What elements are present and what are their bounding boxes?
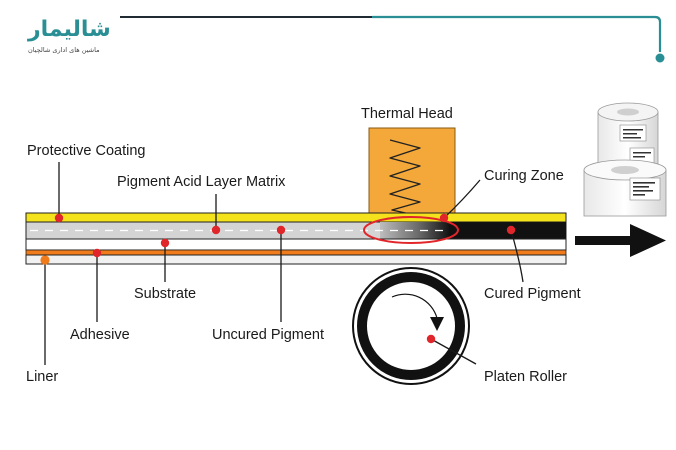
liner-marker [40,255,50,265]
pigment-acid-marker [211,225,221,235]
marker-dots [40,213,516,344]
cured-pigment-label: Cured Pigment [484,286,581,302]
cured-pigment-marker [506,225,516,235]
uncured-pigment-marker [276,225,286,235]
pigment-acid-layer-label: Pigment Acid Layer Matrix [117,174,286,190]
logo: شالیمار ماشین های اداری شالچیان [27,17,111,54]
platen-roller-label: Platen Roller [484,369,567,385]
uncured-pigment-label: Uncured Pigment [212,327,324,343]
protective-coating-layer [25,212,567,223]
header-frame-dot [655,53,665,63]
protective-coating-marker [54,213,64,223]
logo-brand: شالیمار [27,17,111,42]
curing-zone-ellipse [363,216,459,244]
substrate-layer [25,238,567,251]
spring-coil-icon [389,139,421,215]
thermal-head-label: Thermal Head [361,106,453,122]
logo-tagline: ماشین های اداری شالچیان [28,46,100,54]
leader-lines [44,162,524,365]
curing-zone-marker [439,213,449,223]
protective-coating-label: Protective Coating [27,143,145,159]
platen-roller-marker [426,334,436,344]
liner-label: Liner [26,369,58,385]
adhesive-marker [92,248,102,258]
header-frame-line [120,15,665,63]
thermal-head [368,127,456,221]
adhesive-label: Adhesive [70,327,130,343]
substrate-label: Substrate [134,286,196,302]
adhesive-layer [25,249,567,256]
curing-gradient [380,222,450,239]
rotation-arrowhead [430,317,444,331]
liner-layer [25,254,567,265]
platen-roller [352,267,470,385]
rotation-arrow-icon [391,293,438,319]
label-layers [25,212,567,265]
direction-arrow-icon [575,224,666,257]
label-rolls-icon [583,102,667,217]
substrate-marker [160,238,170,248]
curing-zone-label: Curing Zone [484,168,564,184]
diagram-labels: Thermal Head Protective Coating Pigment … [26,106,581,385]
